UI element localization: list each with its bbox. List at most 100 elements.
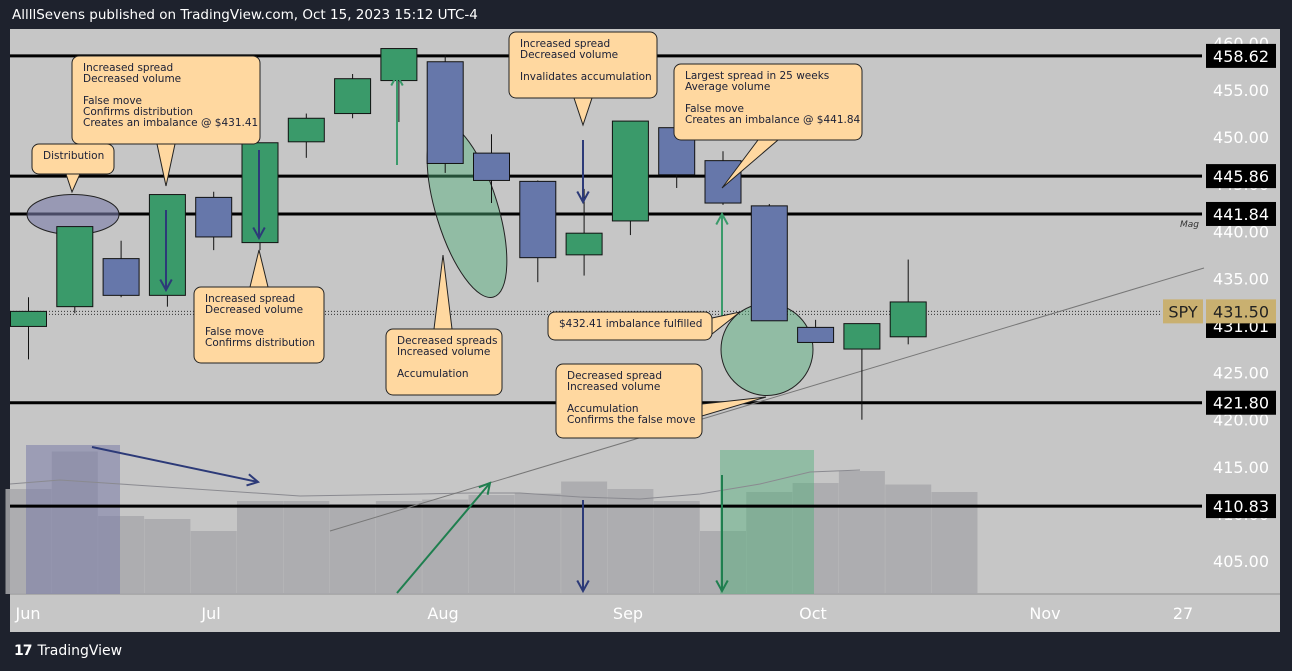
callout-text: Decreased volume — [205, 304, 303, 316]
symbol-label: SPY — [1168, 302, 1197, 321]
time-tick-label: Oct — [799, 604, 827, 623]
right-arrow-icon — [91, 446, 261, 487]
callout-text: Accumulation — [397, 368, 469, 380]
callout-text: Creates an imbalance @ $431.41 — [83, 117, 258, 129]
callout-text: False move — [205, 326, 264, 338]
time-tick-label: Aug — [427, 604, 458, 623]
callout-text: Confirms distribution — [83, 106, 193, 118]
arrow-head — [576, 190, 590, 205]
callout-text: Distribution — [43, 150, 104, 162]
callout-text: Invalidates accumulation — [520, 71, 652, 83]
arrow-head — [576, 579, 590, 594]
candle-body — [519, 180, 557, 259]
level-badge — [1206, 43, 1276, 68]
callout-text: Confirms distribution — [205, 337, 315, 349]
arrow-head — [715, 579, 729, 594]
callout-text: Increased spread — [205, 293, 295, 305]
candle-body — [611, 120, 649, 222]
candle-body — [102, 258, 140, 296]
callout-text: Creates an imbalance @ $441.84 — [685, 114, 861, 126]
candle-body — [704, 160, 742, 204]
volume-bar — [931, 492, 978, 594]
last-price-badge — [1206, 299, 1276, 324]
price-tick-label: 425.00 — [1213, 364, 1269, 383]
symbol-badge — [1163, 299, 1203, 324]
volume-bar — [468, 495, 515, 594]
callout-text: Increased volume — [567, 381, 660, 393]
down-arrow-icon — [252, 150, 266, 241]
footer-brand: TradingView — [37, 643, 123, 659]
price-tick-label: 435.00 — [1213, 269, 1269, 288]
candle-body — [10, 310, 47, 327]
level-badge — [1206, 164, 1276, 189]
volume-bar — [653, 501, 700, 594]
candle-body — [380, 48, 418, 82]
level-badge-label: 410.83 — [1213, 497, 1269, 516]
level-badge-label: 458.62 — [1213, 47, 1269, 66]
callout-pointer — [721, 139, 780, 189]
callout-distribution: Distribution — [31, 143, 115, 194]
candle-body — [195, 196, 233, 238]
volume-bar — [514, 493, 561, 594]
level-badge — [1206, 494, 1276, 519]
volume-bar — [375, 501, 422, 594]
price-tick-label: 405.00 — [1213, 552, 1269, 571]
callout-text: Decreased volume — [83, 73, 181, 85]
arrow-head — [390, 72, 404, 87]
mag-label: Mag — [1180, 220, 1199, 230]
volume-bar — [422, 499, 469, 594]
candle-body — [473, 152, 510, 181]
down-arrow-icon — [715, 475, 729, 594]
callout-imbalance: $432.41 imbalance fulfilled — [547, 311, 741, 341]
callout-pointer — [701, 396, 767, 417]
callout-text: Increased volume — [397, 346, 490, 358]
time-axis-area — [10, 594, 1280, 632]
callout-pointer — [573, 97, 593, 127]
callout-text: Decreased spreads — [397, 335, 497, 347]
up-arrow-icon — [390, 72, 404, 165]
arrow-head — [715, 211, 729, 226]
volume-bar — [237, 501, 283, 594]
volume-bar — [329, 504, 376, 594]
price-tick-label: 420.00 — [1213, 411, 1269, 430]
level-badge-label: 445.86 — [1213, 167, 1269, 186]
candle-body — [797, 326, 835, 343]
time-tick-label: Sep — [613, 604, 643, 623]
volume-bar — [746, 492, 793, 594]
level-badge-label: 421.80 — [1213, 394, 1269, 413]
callout-text: Decreased volume — [520, 49, 618, 61]
callout-text: Increased spread — [83, 62, 173, 74]
callout-pointer — [433, 254, 453, 330]
volume-zone-distribution — [26, 445, 120, 594]
candle-body — [148, 194, 186, 296]
volume-bar — [283, 501, 330, 594]
callout-pointer — [711, 311, 741, 336]
callout-text: $432.41 imbalance fulfilled — [559, 318, 702, 330]
price-axis: 405.00410.00415.00420.00425.00430.00435.… — [1163, 34, 1276, 571]
footer: 17 TradingView — [14, 643, 122, 659]
time-tick-label: Jul — [200, 604, 220, 623]
candle-body — [287, 117, 325, 143]
volume-bar — [561, 481, 608, 594]
candle-body — [843, 323, 881, 350]
callout-text: False move — [83, 95, 142, 107]
price-tick-label: 450.00 — [1213, 128, 1269, 147]
candle-body — [426, 61, 464, 164]
time-tick-label: 27 — [1173, 604, 1193, 623]
candle-body — [334, 78, 372, 115]
callout-pointer — [65, 173, 81, 194]
arrow-head — [478, 481, 492, 495]
tradingview-logo-icon: 17 — [14, 643, 33, 659]
candle-body — [565, 232, 603, 256]
price-tick-label: 415.00 — [1213, 458, 1269, 477]
level-badge-label: 441.84 — [1213, 205, 1269, 224]
arrow-head — [252, 226, 266, 241]
down-arrow-icon — [159, 210, 173, 293]
arrow-shaft — [396, 482, 491, 594]
volume-bar — [838, 471, 885, 594]
